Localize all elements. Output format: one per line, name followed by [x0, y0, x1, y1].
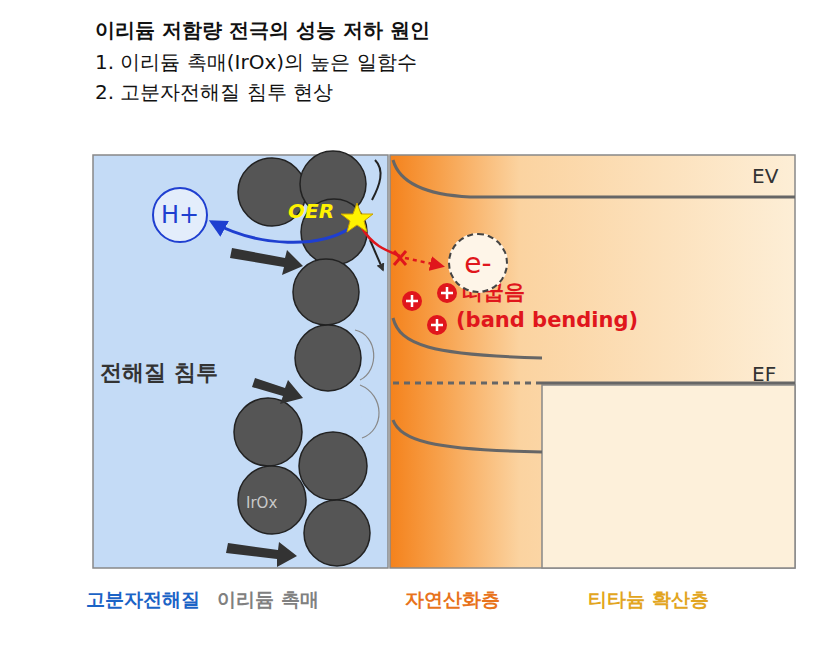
- reaction-label: OER: [288, 199, 334, 223]
- electrolyte-panel: [93, 155, 388, 568]
- band-lines: [393, 160, 795, 452]
- electron-circle: e-: [448, 233, 508, 293]
- oxide-panel: [390, 155, 795, 568]
- curve-line: [372, 160, 381, 200]
- energy-level-label: EV: [752, 164, 778, 188]
- node-text: H+: [161, 201, 199, 229]
- block-x: [394, 251, 406, 265]
- layer-label: 티타늄 확산층: [588, 588, 709, 611]
- proton-arrow: [212, 222, 350, 242]
- subtitle-line: 1. 이리듐 촉매(IrOx)의 높은 일함수: [95, 50, 417, 74]
- title: 이리듐 저함량 전극의 성능 저하 원인: [95, 18, 430, 42]
- penetration-arrows: [226, 248, 303, 567]
- layer-label: 고분자전해질: [86, 588, 200, 611]
- energy-level-label: EF: [752, 362, 776, 386]
- band-bending-label: (band bending): [456, 308, 638, 333]
- positive-charges: [402, 283, 457, 335]
- proton-circle: H+: [152, 187, 208, 243]
- particle-label: IrOx: [246, 494, 277, 512]
- layer-label: 이리듐 촉매: [217, 588, 319, 611]
- subtitle-line: 2. 고분자전해질 침투 현상: [95, 80, 333, 104]
- ti-diffusion-layer: [542, 385, 795, 568]
- iridium-particles: [234, 151, 370, 566]
- node-text: e-: [464, 247, 491, 280]
- penetration-label: 전해질 침투: [100, 360, 218, 386]
- layer-label: 자연산화층: [405, 588, 500, 611]
- oer-star: [341, 203, 373, 232]
- electron-dashed-arrow: [405, 258, 442, 266]
